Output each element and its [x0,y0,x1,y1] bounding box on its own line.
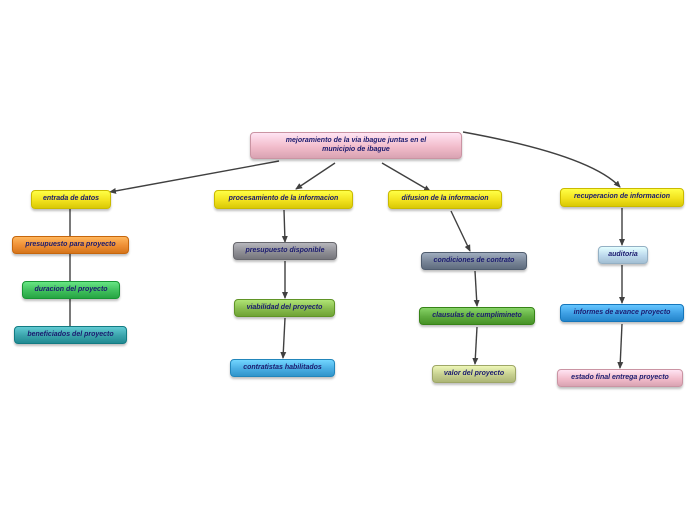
edge-root-recuperacion [462,131,621,188]
subtopic-informes-de-avance-proyecto[interactable]: informes de avance proyecto [560,304,684,322]
subtopic-valor-del-proyecto[interactable]: valor del proyecto [432,365,516,383]
subtopic-duracion-del-proyecto[interactable]: duracion del proyecto [22,281,120,299]
edge-root-entrada [109,160,280,194]
topic-difusion-de-la-informacion[interactable]: difusion de la informacion [388,190,502,209]
edge-condiciones-clausulas [473,270,480,307]
topic-recuperacion-de-informacion[interactable]: recuperacion de informacion [560,188,684,207]
subtopic-beneficiados-del-proyecto[interactable]: beneficiados del proyecto [14,326,127,344]
subtopic-auditoria[interactable]: auditoria [598,246,648,264]
subtopic-contratistas-habilitados[interactable]: contratistas habilitados [230,359,335,377]
edge-root-procesamiento [295,162,336,190]
edge-difusion-condiciones [450,210,471,252]
edge-root-difusion [381,162,431,192]
subtopic-condiciones-de-contrato[interactable]: condiciones de contrato [421,252,527,270]
root-topic[interactable]: mejoramiento de la via ibague juntas en … [250,132,462,159]
edge-viabilidad-contratistas [280,317,287,359]
topic-entrada-de-datos[interactable]: entrada de datos [31,190,111,209]
subtopic-estado-final-entrega-proyecto[interactable]: estado final entrega proyecto [557,369,683,387]
edge-clausulas-valor [472,326,479,365]
topic-procesamiento-de-la-informacion[interactable]: procesamiento de la informacion [214,190,353,209]
edge-procesamiento-presupuesto [281,209,288,243]
edge-informes-estado [617,323,624,369]
subtopic-presupuesto-para-proyecto[interactable]: presupuesto para proyecto [12,236,129,254]
subtopic-viabilidad-del-proyecto[interactable]: viabilidad del proyecto [234,299,335,317]
subtopic-presupuesto-disponible[interactable]: presupuesto disponible [233,242,337,260]
subtopic-clausulas-de-cumplimineto[interactable]: clausulas de cumplimineto [419,307,535,325]
